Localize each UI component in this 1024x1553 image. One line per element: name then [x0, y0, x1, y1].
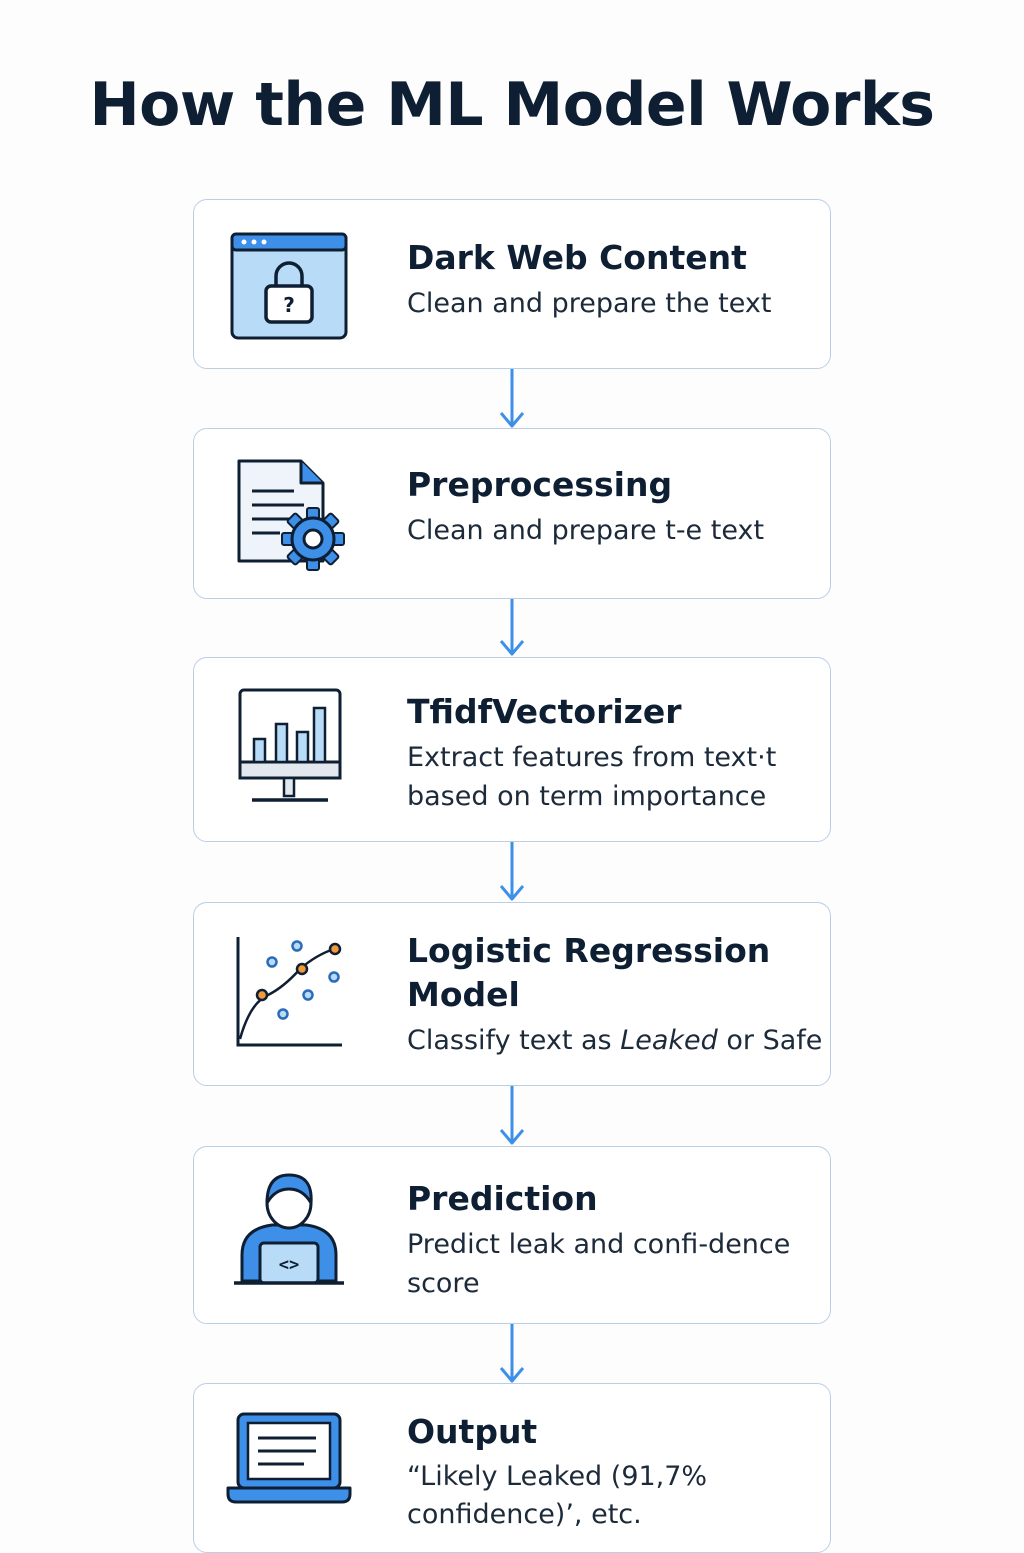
- arrow-down-icon: [499, 1324, 525, 1384]
- step-heading: Prediction: [407, 1179, 598, 1218]
- step-heading: Preprocessing: [407, 465, 673, 504]
- svg-text:<>: <>: [279, 1255, 299, 1275]
- document-gear-icon: [224, 451, 354, 581]
- step-description: Classify text as Leaked or Safe: [407, 1025, 823, 1056]
- bar-chart-monitor-icon: [224, 682, 354, 812]
- developer-laptop-icon: <>: [224, 1169, 354, 1299]
- step-heading: Dark Web Content: [407, 238, 747, 277]
- step-description: Predict leak and confi-dence score: [407, 1229, 791, 1299]
- svg-text:?: ?: [283, 293, 295, 317]
- step-card-output: Output “Likely Leaked (91,7% confidence)…: [193, 1383, 831, 1553]
- step-description: “Likely Leaked (91,7% confidence)’, etc.: [407, 1461, 708, 1530]
- step-card-preprocessing: Preprocessing Clean and prepare t-e text: [193, 428, 831, 599]
- step-heading: TfidfVectorizer: [407, 692, 682, 731]
- page-title: How the ML Model Works: [89, 70, 935, 140]
- scatter-plot-icon: [224, 929, 354, 1059]
- arrow-down-icon: [499, 369, 525, 429]
- arrow-down-icon: [499, 842, 525, 902]
- arrow-down-icon: [499, 599, 525, 657]
- step-card-prediction: <> Prediction Predict leak and confi-den…: [193, 1146, 831, 1324]
- step-description: Clean and prepare t-e text: [407, 515, 765, 546]
- browser-lock-icon: ?: [224, 224, 354, 354]
- step-description: Extract features from text·t based on te…: [407, 742, 777, 812]
- arrow-down-icon: [499, 1086, 525, 1146]
- step-heading: Output: [407, 1412, 538, 1451]
- step-card-tfidfvectorizer: TfidfVectorizer Extract features from te…: [193, 657, 831, 842]
- step-card-dark-web-content: ? Dark Web Content Clean and prepare the…: [193, 199, 831, 369]
- step-description: Clean and prepare the text: [407, 288, 772, 319]
- step-heading: Logistic Regression Model: [407, 931, 771, 1014]
- step-card-logistic-regression-model: Logistic Regression Model Classify text …: [193, 902, 831, 1086]
- laptop-document-icon: [224, 1404, 354, 1534]
